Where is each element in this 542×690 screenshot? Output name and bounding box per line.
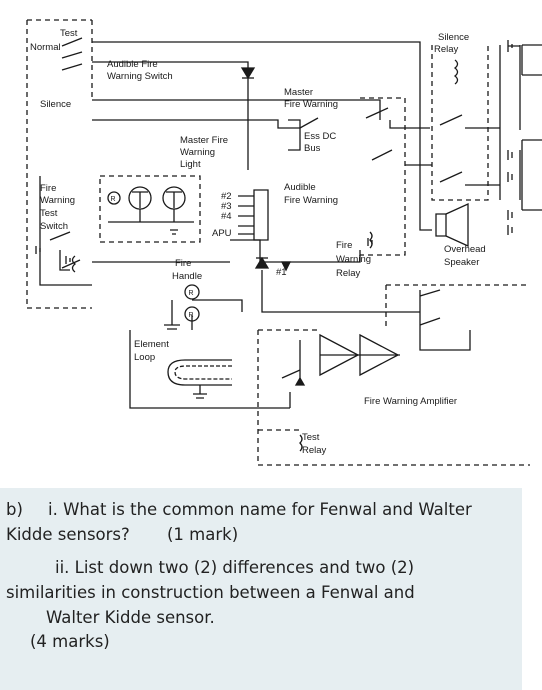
label-ess-dc-bus-1: Ess DC xyxy=(304,131,336,142)
right-edge-component-2 xyxy=(521,139,542,211)
fire-handle-resistors xyxy=(164,284,200,330)
label-ess-dc-bus-2: Bus xyxy=(304,143,321,154)
question-1-line-1: i. What is the common name for Fenwal an… xyxy=(48,500,472,519)
label-overhead-speaker-1: Overhead xyxy=(444,244,486,255)
label-master-fire-warning-1: Master xyxy=(284,87,313,98)
question-panel: b) i. What is the common name for Fenwal… xyxy=(0,488,522,690)
label-overhead-speaker-2: Speaker xyxy=(444,257,479,268)
label-audible-fire-warning-2: Fire Warning xyxy=(284,195,338,206)
label-element-loop-2: Loop xyxy=(134,352,155,363)
label-master-fire-warning-light-1: Master Fire xyxy=(180,135,228,146)
label-audible-fire-warning-1: Audible xyxy=(284,182,316,193)
label-silence-relay-1: Silence xyxy=(438,32,469,43)
label-fire-warning-relay-3: Relay xyxy=(336,268,361,279)
label-test-relay-1: Test xyxy=(302,432,320,443)
diodes xyxy=(240,67,270,269)
circuit-wires xyxy=(39,41,521,409)
label-resistor-r2: R xyxy=(189,312,194,319)
label-master-fire-warning-light-3: Light xyxy=(180,159,201,170)
label-silence-relay-2: Relay xyxy=(434,44,459,55)
right-edge-component xyxy=(521,44,542,76)
part-b-prefix: b) xyxy=(6,500,23,519)
label-engine-2: #2 xyxy=(221,191,232,202)
engine-input-arrows xyxy=(238,189,269,241)
label-resistor-r1: R xyxy=(189,290,194,297)
supply-marks xyxy=(35,40,520,386)
label-resistor-r3: R xyxy=(111,196,116,203)
label-test-relay-2: Relay xyxy=(302,445,327,456)
question-1-marks: (1 mark) xyxy=(167,525,239,544)
label-fire-warning-relay-2: Warning xyxy=(336,254,371,265)
ess-dc-bus-bracket xyxy=(288,119,301,151)
element-loop xyxy=(167,359,232,399)
question-2-line-3: Walter Kidde sensor. xyxy=(46,608,215,627)
label-test: Test xyxy=(60,28,78,39)
switch-contacts xyxy=(49,37,463,379)
label-master-fire-warning-light-2: Warning xyxy=(180,147,215,158)
label-engine-4: #4 xyxy=(221,211,232,222)
circuit-schematic: Test Normal Audible Fire Warning Switch … xyxy=(26,19,542,466)
speaker-symbol xyxy=(435,202,469,248)
question-1-line-2: Kidde sensors? xyxy=(6,525,130,544)
label-fire-warning-test-switch-3: Test xyxy=(40,208,58,219)
label-normal: Normal xyxy=(30,42,61,53)
label-fire-warning-amplifier: Fire Warning Amplifier xyxy=(364,396,457,407)
label-audible-fire-warning-switch-2: Warning Switch xyxy=(107,71,173,82)
question-2-line-2: similarities in construction between a F… xyxy=(6,583,415,602)
label-audible-fire-warning-switch-1: Audible Fire xyxy=(107,59,158,70)
relay-coils xyxy=(71,59,459,452)
question-2-line-1: ii. List down two (2) differences and tw… xyxy=(55,558,415,577)
label-fire-warning-test-switch-4: Switch xyxy=(40,221,68,232)
label-engine-apu: APU xyxy=(212,228,232,239)
label-engine-3: #3 xyxy=(221,201,232,212)
warning-lamps xyxy=(107,186,194,235)
label-fire-warning-test-switch-1: Fire xyxy=(40,183,56,194)
label-fire-warning-test-switch-2: Warning xyxy=(40,195,75,206)
label-element-loop-1: Element xyxy=(134,339,169,350)
label-fire-handle-1: Fire xyxy=(175,258,191,269)
label-master-fire-warning-2: Fire Warning xyxy=(284,99,338,110)
question-2-marks: (4 marks) xyxy=(30,632,110,651)
amplifier-symbol xyxy=(319,333,400,377)
label-engine-1: #1 xyxy=(276,267,287,278)
fire-warning-circuit-diagram: Test Normal Audible Fire Warning Switch … xyxy=(26,19,542,466)
dashed-enclosures xyxy=(26,19,530,466)
label-fire-warning-relay-1: Fire xyxy=(336,240,352,251)
label-silence: Silence xyxy=(40,99,71,110)
label-fire-handle-2: Handle xyxy=(172,271,202,282)
